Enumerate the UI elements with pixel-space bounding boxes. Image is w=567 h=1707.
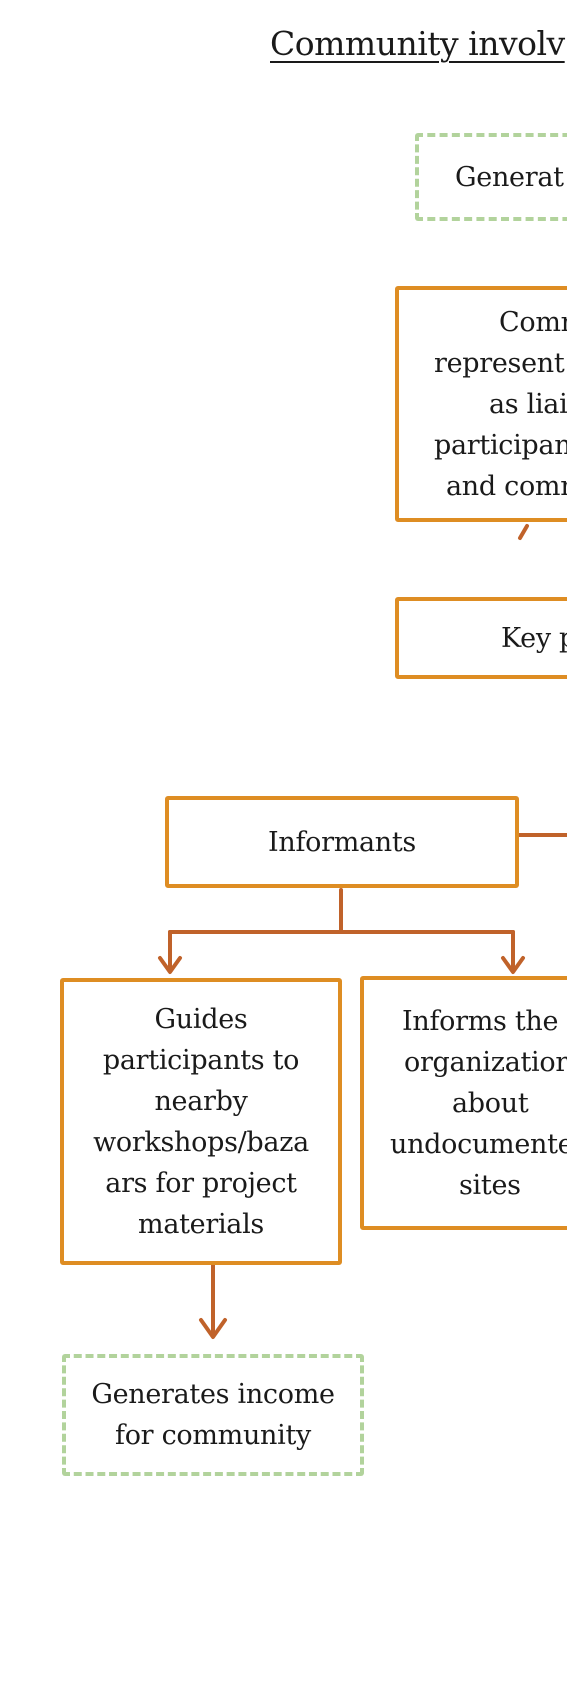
community-reps-line-5: and comm: [446, 470, 567, 502]
outcome-box-top-label: Generat: [455, 161, 564, 193]
community-reps-line-1: Comm: [499, 306, 567, 338]
guides-line-6: materials: [138, 1208, 264, 1240]
key-box: Key p: [395, 597, 567, 679]
community-reps-box: Comm represent as liai participan and co…: [395, 286, 567, 522]
connector-arrow-to-reps: [518, 524, 529, 540]
guides-line-4: workshops/baza: [93, 1126, 309, 1158]
informs-box: Informs the organizatior about undocumen…: [360, 976, 567, 1230]
income-line-2: for community: [115, 1420, 311, 1451]
income-line-1: Generates income: [91, 1379, 335, 1410]
guides-line-2: participants to: [102, 1044, 300, 1076]
community-reps-line-3: as liai: [489, 388, 567, 420]
guides-line-3: nearby: [154, 1085, 248, 1117]
diagram-title: Community involv: [270, 24, 565, 63]
informs-line-2: organizatior: [404, 1046, 567, 1078]
community-reps-line-4: participan: [434, 429, 567, 461]
informs-line-3: about: [452, 1087, 529, 1119]
guides-line-1: Guides: [154, 1003, 248, 1035]
informants-box: Informants: [165, 796, 519, 888]
arrowhead-to-informs: [501, 956, 525, 974]
income-box: Generates income for community: [62, 1354, 364, 1476]
guides-line-5: ars for project: [105, 1167, 297, 1199]
community-reps-line-2: represent: [434, 347, 565, 379]
informants-label: Informants: [267, 826, 416, 858]
informs-line-1: Informs the: [402, 1005, 559, 1037]
arrowhead-to-income: [199, 1318, 227, 1339]
key-box-label: Key p: [501, 622, 567, 654]
outcome-box-top: Generat: [415, 133, 567, 221]
informs-line-5: sites: [459, 1169, 521, 1201]
guides-box: Guides participants to nearby workshops/…: [60, 978, 342, 1265]
arrowhead-to-guides: [158, 956, 182, 974]
informs-line-4: undocumente: [390, 1128, 567, 1160]
